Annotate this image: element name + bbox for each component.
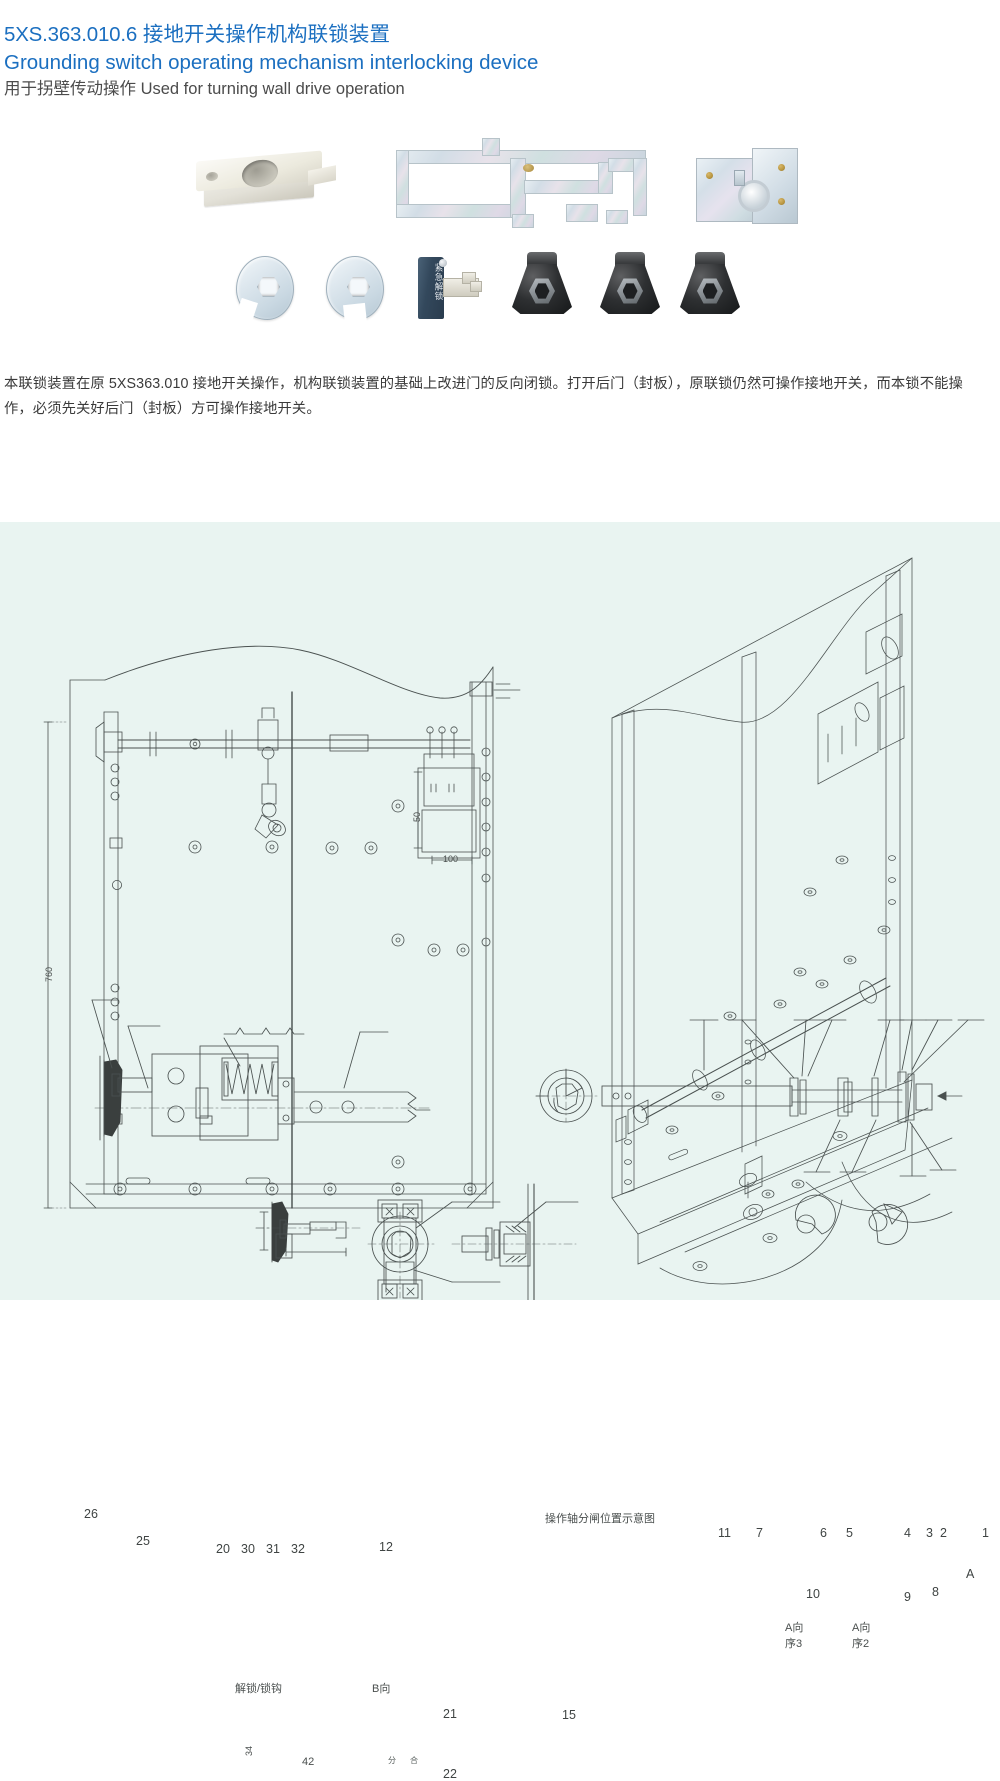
unlock-hook-title: 解锁/锁钩 xyxy=(235,1683,283,1695)
callout-20: 20 xyxy=(216,1542,230,1556)
face-holes xyxy=(188,799,470,957)
bushing-section-detail-group xyxy=(451,1183,579,1300)
photo-black-knob-1 xyxy=(512,252,572,314)
callout-1: 1 xyxy=(982,1526,989,1540)
front-elevation-group xyxy=(43,645,521,1209)
photo-cam-washer-right xyxy=(326,256,388,326)
page-subtitle: 用于拐壁传动操作 Used for turning wall drive ope… xyxy=(4,80,405,98)
photo-plastic-guide-block xyxy=(190,142,340,222)
callout-32: 32 xyxy=(291,1542,305,1556)
title-english: Grounding switch operating mechanism int… xyxy=(4,51,539,74)
a-view-2-label: A向 xyxy=(852,1622,871,1634)
callout-31: 31 xyxy=(266,1542,280,1556)
product-photo-band: 紧急解锁 xyxy=(0,128,1000,343)
handle-label: 紧急解锁 xyxy=(434,263,444,301)
view-b-detail-group xyxy=(367,1199,501,1300)
description-paragraph: 本联锁装置在原 5XS363.010 接地开关操作，机构联锁装置的基础上改进门的… xyxy=(4,376,963,417)
isometric-group xyxy=(611,557,953,1285)
page-header: 5XS.363.010.6 接地开关操作机构联锁装置 Grounding swi… xyxy=(4,22,964,101)
view-b-title: B向 xyxy=(372,1683,391,1695)
photo-black-knob-2 xyxy=(600,252,660,314)
a-view-1-item: 序3 xyxy=(785,1638,803,1650)
drawing-svg xyxy=(43,557,985,1300)
a-view-2-item: 序2 xyxy=(852,1638,870,1650)
technical-drawing-panel: 760 100 50 26 25 20 30 31 32 12 操作轴分闸位置示… xyxy=(0,522,1000,1781)
view-arrow-label-a: A xyxy=(966,1567,975,1581)
mark-he: 合 xyxy=(410,1756,418,1765)
control-block xyxy=(413,726,481,865)
dim-42: 42 xyxy=(302,1756,315,1768)
callout-10: 10 xyxy=(806,1587,820,1601)
shaft-detail-group xyxy=(535,1019,985,1245)
mechanism-detail-group xyxy=(91,999,431,1141)
callout-15: 15 xyxy=(562,1708,576,1722)
callout-6: 6 xyxy=(820,1526,827,1540)
title-chinese: 接地开关操作机构联锁装置 xyxy=(142,23,391,46)
callout-5: 5 xyxy=(846,1526,853,1540)
callout-3: 3 xyxy=(926,1526,933,1540)
callout-25: 25 xyxy=(136,1534,150,1548)
dim-100: 100 xyxy=(443,854,459,864)
panel-hole-grid xyxy=(110,738,201,1021)
photo-emergency-unlock-handle: 紧急解锁 xyxy=(418,254,488,324)
callout-30: 30 xyxy=(241,1542,255,1556)
callout-7: 7 xyxy=(756,1526,763,1540)
dim-34: 34 xyxy=(244,1745,254,1756)
callout-9: 9 xyxy=(904,1590,911,1604)
photo-cam-washer-left xyxy=(235,256,298,325)
callout-22: 22 xyxy=(443,1767,457,1781)
photo-l-mounting-bracket xyxy=(690,146,805,224)
iso-post-holes xyxy=(624,855,896,1185)
callout-8: 8 xyxy=(932,1585,939,1599)
callout-11: 11 xyxy=(718,1526,731,1540)
photo-black-knob-3 xyxy=(680,252,740,314)
shaft-detail-title: 操作轴分闸位置示意图 xyxy=(545,1513,655,1525)
dim-50: 50 xyxy=(412,811,422,822)
interlock-assembly xyxy=(254,707,286,839)
a-view-shapes xyxy=(795,1194,909,1245)
dim-760: 760 xyxy=(44,966,54,982)
photo-stamped-metal-bracket xyxy=(390,136,647,231)
iso-holes xyxy=(665,855,891,1271)
unlock-hook-detail-group xyxy=(255,1201,361,1263)
model-code: 5XS.363.010.6 xyxy=(4,23,138,46)
callout-21: 21 xyxy=(443,1707,457,1721)
callout-12: 12 xyxy=(379,1540,393,1554)
mark-fen: 分 xyxy=(388,1756,396,1765)
side-holes xyxy=(481,747,491,947)
callout-26: 26 xyxy=(84,1507,98,1521)
callout-2: 2 xyxy=(940,1526,947,1540)
a-view-1-label: A向 xyxy=(785,1622,804,1634)
bottom-hole-row xyxy=(113,1155,477,1196)
page-title: 5XS.363.010.6 接地开关操作机构联锁装置 xyxy=(4,22,964,48)
callout-4: 4 xyxy=(904,1526,911,1540)
